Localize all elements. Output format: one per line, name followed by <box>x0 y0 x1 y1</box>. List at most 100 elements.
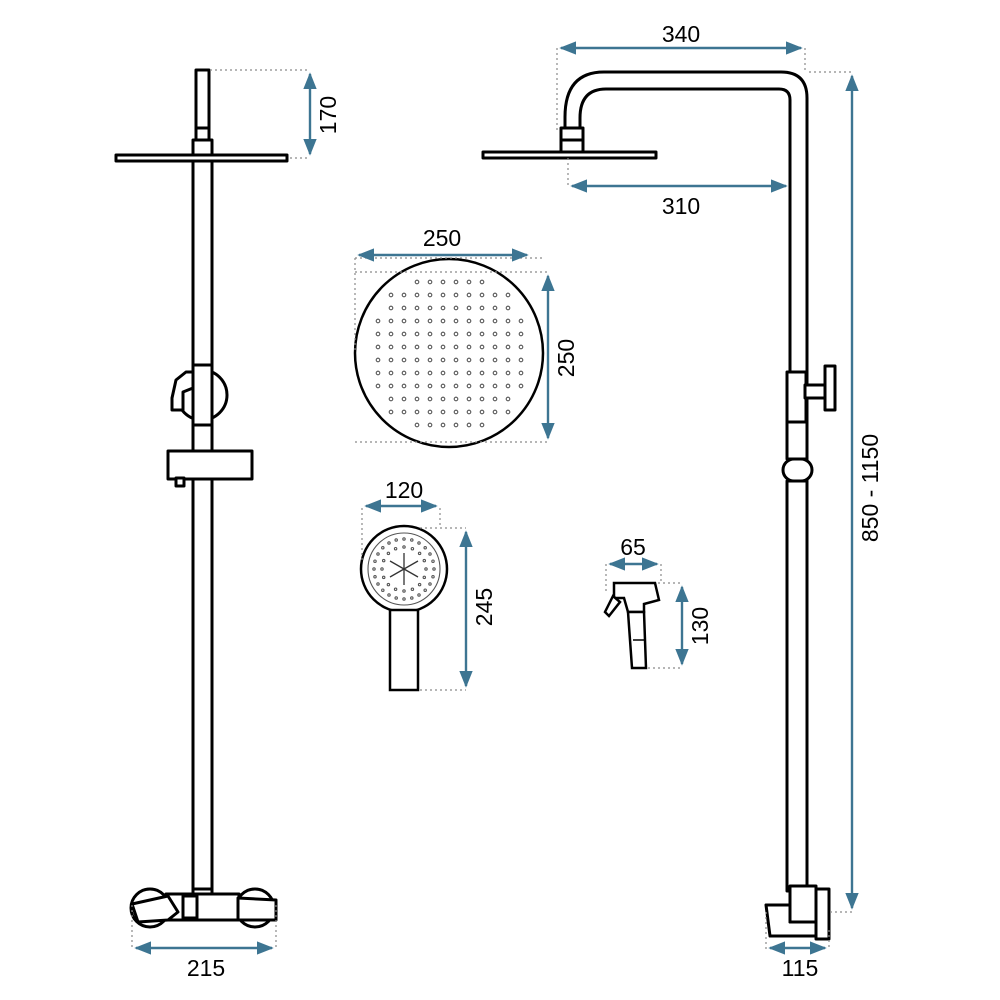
hand-nozzle <box>381 546 385 550</box>
rain-nozzle <box>427 279 433 285</box>
rain-nozzle <box>414 305 420 311</box>
rain-nozzle <box>479 279 485 285</box>
front-mixer-lever <box>130 894 180 924</box>
hand-nozzle <box>422 558 427 563</box>
rain-nozzle <box>414 279 420 285</box>
rain-nozzle <box>479 357 485 363</box>
front-view-shower-column <box>114 68 289 929</box>
rain-nozzle <box>453 292 459 298</box>
rain-nozzle <box>453 279 459 285</box>
hand-nozzle <box>402 545 406 549</box>
hand-nozzle <box>394 538 398 542</box>
dim-label-120: 120 <box>385 477 423 503</box>
rain-nozzle <box>505 357 511 363</box>
rain-nozzle <box>401 357 407 363</box>
hand-nozzle <box>423 588 427 592</box>
rain-nozzle <box>479 344 485 350</box>
dim-label-170: 170 <box>315 96 341 134</box>
rain-nozzle <box>388 344 394 350</box>
rain-nozzle <box>401 370 407 376</box>
bidet-sprayer <box>603 581 661 670</box>
rain-nozzle <box>401 305 407 311</box>
rain-nozzle <box>388 357 394 363</box>
dim-label-250-height: 250 <box>553 339 579 377</box>
rain-nozzle <box>453 331 459 337</box>
side-view-shower-column <box>481 70 837 941</box>
hand-shower <box>359 524 449 692</box>
hand-nozzle <box>376 552 380 556</box>
dim-label-310: 310 <box>662 193 700 219</box>
rain-nozzle <box>375 331 381 337</box>
rain-nozzle <box>505 305 511 311</box>
rain-nozzle <box>479 292 485 298</box>
side-diverter-body <box>785 370 808 424</box>
hand-nozzle <box>393 587 398 592</box>
rain-nozzle <box>479 318 485 324</box>
dim-label-130: 130 <box>687 607 713 645</box>
rain-nozzle <box>414 396 420 402</box>
rain-head-disc <box>353 257 545 449</box>
hand-shower-handle <box>388 608 420 692</box>
rain-nozzle <box>479 422 485 428</box>
rain-nozzle <box>505 292 511 298</box>
dimension-bidet-height: 130 <box>675 585 713 666</box>
dimension-right-base: 115 <box>765 912 830 981</box>
hand-nozzle <box>423 546 427 550</box>
bidet-sprayer-head <box>612 581 661 614</box>
rain-nozzle <box>505 370 511 376</box>
rain-nozzle <box>427 344 433 350</box>
rain-nozzle <box>492 318 498 324</box>
rain-nozzle <box>414 292 420 298</box>
rain-nozzle <box>414 331 420 337</box>
dimension-hand-width: 120 <box>361 477 466 691</box>
rain-nozzle <box>492 331 498 337</box>
hand-nozzle <box>387 593 391 597</box>
rain-nozzle <box>518 318 524 324</box>
hand-nozzle <box>386 582 391 587</box>
rain-nozzle <box>440 422 446 428</box>
rain-nozzle <box>505 409 511 415</box>
rain-nozzle <box>427 396 433 402</box>
hand-nozzle <box>402 589 406 593</box>
rain-nozzle <box>505 396 511 402</box>
hand-nozzle <box>402 597 406 601</box>
rain-nozzle <box>375 357 381 363</box>
hand-nozzle <box>373 575 377 579</box>
rain-nozzle <box>388 305 394 311</box>
hand-nozzle <box>410 538 414 542</box>
rain-nozzle <box>492 409 498 415</box>
rain-nozzle <box>427 409 433 415</box>
hand-nozzle <box>381 588 385 592</box>
rain-nozzle <box>518 383 524 389</box>
hand-nozzle <box>431 575 435 579</box>
dim-label-850-1150: 850 - 1150 <box>857 434 883 542</box>
rain-nozzle <box>440 331 446 337</box>
rain-nozzle <box>401 396 407 402</box>
dimension-column-height: 850 - 1150 <box>809 71 883 913</box>
rain-nozzle <box>375 383 381 389</box>
rain-nozzle <box>388 383 394 389</box>
hand-nozzle <box>431 559 435 563</box>
rain-nozzle <box>414 422 420 428</box>
rain-nozzle <box>388 409 394 415</box>
hand-nozzle <box>424 567 428 571</box>
dim-label-115: 115 <box>782 955 819 981</box>
rain-nozzle <box>492 357 498 363</box>
hand-nozzle <box>381 575 386 580</box>
hand-nozzle <box>417 582 422 587</box>
dimension-arm-top: 340 <box>556 21 806 130</box>
dimension-arm-reach: 310 <box>567 158 788 219</box>
rain-nozzle <box>505 318 511 324</box>
rain-nozzle <box>492 292 498 298</box>
rain-nozzle <box>388 331 394 337</box>
rain-nozzle <box>427 292 433 298</box>
rain-nozzle <box>466 305 472 311</box>
rain-nozzle <box>388 396 394 402</box>
rain-head-top-view <box>353 257 545 449</box>
hand-nozzle <box>373 559 377 563</box>
rain-nozzle <box>388 318 394 324</box>
hand-shower-star <box>389 553 419 585</box>
hand-nozzle <box>417 541 421 545</box>
dim-label-65: 65 <box>620 534 646 560</box>
